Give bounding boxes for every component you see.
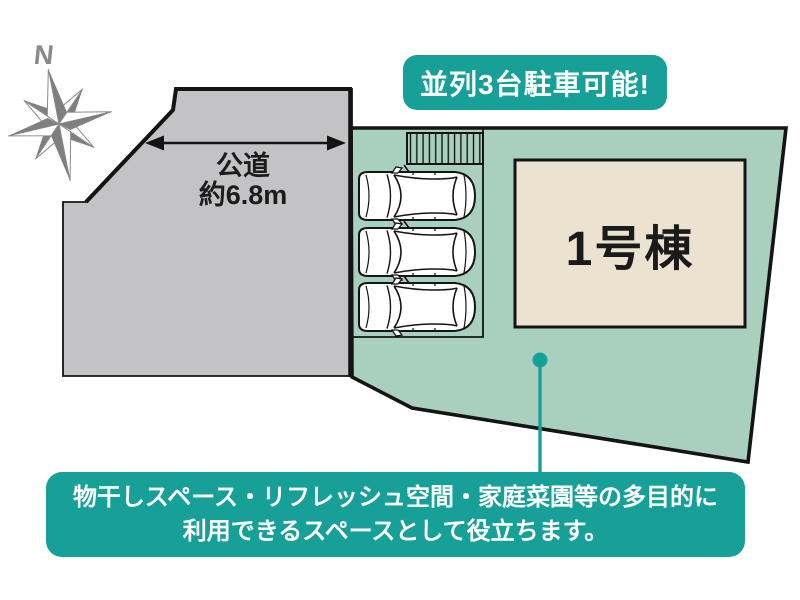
parking-bay-outline — [352, 129, 484, 338]
banner-line-2: 利用できるスペースとして役立ちます。 — [182, 517, 609, 545]
building-1 — [513, 158, 747, 329]
compass-north-label: N — [32, 40, 56, 70]
road-width-label: 公道 約6.8m — [143, 152, 343, 210]
road-name: 公道 — [216, 151, 270, 181]
parking-badge: 並列3台駐車可能! — [403, 55, 667, 110]
leader-dot — [532, 352, 548, 368]
road-width-arrow — [145, 135, 346, 151]
compass-rose-icon — [8, 68, 112, 182]
leader-line — [532, 352, 548, 474]
space-note-banner: 物干しスペース・リフレッシュ空間・家庭菜園等の多目的に 利用できるスペースとして… — [46, 472, 745, 557]
building-label: 1号棟 — [565, 222, 695, 276]
car-top-view — [358, 275, 476, 337]
road-width-value: 約6.8m — [198, 180, 288, 210]
entrance-hatch — [406, 132, 484, 165]
car-top-view — [358, 164, 476, 226]
road-area — [62, 88, 353, 377]
road-thick-edge — [84, 87, 352, 204]
banner-line-1: 物干しスペース・リフレッシュ空間・家庭菜園等の多目的に — [72, 483, 719, 511]
car-top-view — [358, 220, 476, 282]
